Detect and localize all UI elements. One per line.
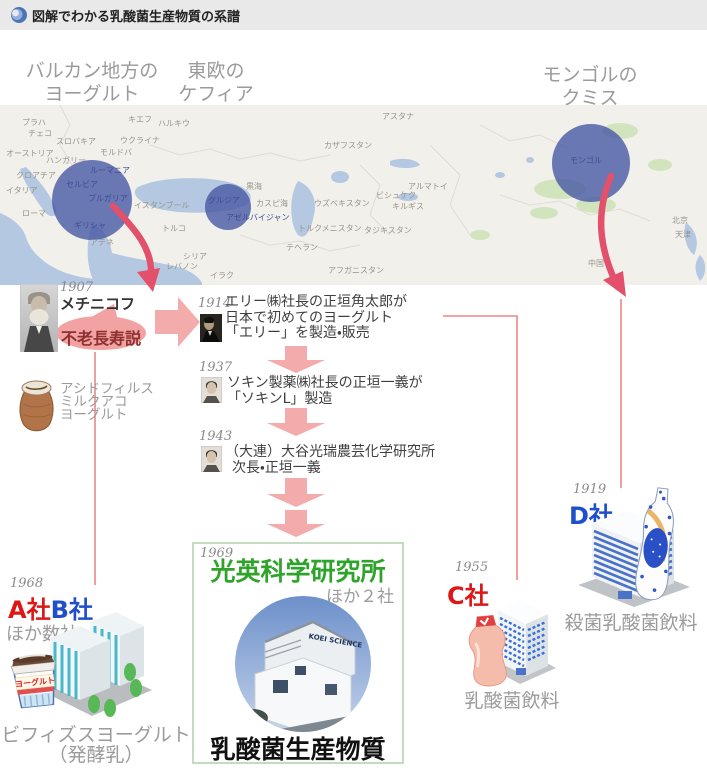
- company-c: C社: [447, 582, 489, 610]
- d-product: 殺菌乳酸菌飲料: [564, 612, 698, 634]
- map-place-label: スロバキア: [56, 137, 96, 146]
- arrow-right-1907-1914: [155, 297, 200, 347]
- map-place-label: ウクライナ: [120, 136, 160, 145]
- map-place-label: モルドバ: [100, 148, 132, 157]
- event-1943-text: （大連）大谷光瑞農芸化学研究所 次長・正垣一義: [225, 444, 435, 476]
- portrait-1943: [201, 446, 222, 472]
- map-place-label: トルクメニスタン: [298, 224, 362, 233]
- koei-name: 光英科学研究所: [210, 557, 386, 586]
- circle-caucasus: [205, 184, 251, 230]
- c-building: [486, 600, 556, 684]
- map-place-label: 黒海: [246, 181, 262, 191]
- country-borders: [59, 104, 651, 252]
- map-place-label: プラハ: [22, 118, 46, 127]
- map-place-label: モンゴル: [570, 155, 602, 165]
- map-place-label: ビシュケク: [376, 191, 416, 200]
- map-place-label: ハンガリー: [46, 155, 86, 165]
- map-place-label: レバノン: [166, 262, 198, 271]
- clay-jar: [19, 380, 54, 432]
- map-place-label: キエフ: [128, 115, 152, 124]
- event-1937-text: ソキン製薬㈱社長の正垣一義が 「ソキンL」製造: [227, 375, 423, 407]
- map-place-label: グルジア: [208, 195, 240, 205]
- mechnikov-name: メチニコフ: [60, 295, 136, 313]
- year-1943: 1943: [199, 429, 233, 444]
- year-1907: 1907: [60, 280, 94, 295]
- map-place-label: ハルキウ: [158, 119, 190, 128]
- ab-company-names: A社B社: [8, 590, 93, 625]
- company-a: A社: [8, 596, 51, 624]
- map-place-label: アスタナ: [382, 112, 414, 121]
- map-place-label: イラク: [210, 271, 234, 280]
- d-bottle: [635, 487, 674, 601]
- acidophilus-text: アシドフィルス ミルクアコ ヨーグルト: [60, 381, 154, 423]
- map-place-label: ギリシャ: [74, 221, 106, 230]
- arrow-down-1943-1969b: [267, 510, 325, 537]
- origin-label-mongolia: モンゴルの クミス: [542, 64, 638, 109]
- c-product: 乳酸菌飲料: [464, 690, 560, 712]
- line-to-c: [443, 315, 518, 580]
- ab-product-1: ビフィズスヨーグルト: [1, 724, 191, 746]
- cup-label: ヨーグルト: [15, 675, 56, 689]
- mechnikov-portrait: [20, 284, 58, 352]
- arrow-down-1914-1937: [267, 346, 325, 373]
- koei-box: 1969 光英科学研究所 ほか２社 KOEI SCIENCE: [192, 542, 404, 764]
- map-place-label: ブルガリア: [88, 193, 128, 203]
- map-place-label: クロアチア: [16, 171, 56, 180]
- map-place-label: トルコ: [162, 224, 186, 233]
- origin-label-balkan: バルカン地方の ヨーグルト: [25, 60, 159, 105]
- koei-others: ほか２社: [326, 587, 394, 607]
- map-place-label: 中国: [588, 258, 604, 268]
- year-1914: 1914: [198, 296, 232, 311]
- yogurt-cup: ヨーグルト: [10, 654, 56, 709]
- map-place-label: ウズベキスタン: [314, 198, 370, 208]
- year-1968: 1968: [10, 576, 44, 591]
- map-place-label: アフガニスタン: [328, 265, 384, 275]
- map-place-label: カスピ海: [256, 198, 288, 208]
- year-1919: 1919: [573, 482, 607, 497]
- map-place-labels: プラハチェコスロバキア ウクライナ キエフハルキウモルドバ オーストリアハンガリークロ…: [6, 112, 691, 280]
- arrow-down-1937-1943: [267, 408, 325, 436]
- company-b: B社: [50, 596, 93, 624]
- bubble-text: 不老長寿説: [60, 329, 141, 348]
- map-place-label: オーストリア: [6, 149, 54, 158]
- map-place-label: イタリア: [6, 186, 38, 195]
- swirl-icon: [11, 7, 27, 23]
- arrow-down-1943-1969a: [267, 478, 325, 507]
- portrait-1914: [200, 314, 222, 342]
- event-1914-text: エリー㈱社長の正垣角太郎が 日本で初めてのヨーグルト 「エリー」を製造・販売: [225, 294, 407, 341]
- map-place-label: アルマトイ: [408, 182, 448, 191]
- map-place-label: 北京: [672, 216, 688, 225]
- year-1969: 1969: [200, 546, 234, 561]
- map-place-label: ローマ: [22, 209, 46, 218]
- map-place-label: セルビア: [66, 180, 98, 189]
- origin-label-east-europe: 東欧の ケフィア: [178, 60, 254, 105]
- map-place-label: 天津: [675, 229, 691, 239]
- map-place-label: カザフスタン: [324, 141, 372, 150]
- map-place-label: キルギス: [392, 202, 424, 211]
- year-1937: 1937: [199, 360, 233, 375]
- year-1955: 1955: [455, 560, 489, 575]
- page-title: 図解でわかる乳酸菌生産物質の系譜: [32, 9, 241, 25]
- map-place-label: イスタンブール: [134, 200, 190, 210]
- koei-building-photo: KOEI SCIENCE: [235, 596, 371, 732]
- map-place-label: ルーマニア: [90, 166, 130, 175]
- map-place-label: テヘラン: [286, 243, 318, 252]
- ab-product-2: （発酵乳）: [48, 744, 144, 766]
- map-place-label: アテネ: [90, 238, 114, 247]
- map-place-label: アゼルバイジャン: [226, 212, 289, 222]
- map-place-label: チェコ: [28, 129, 52, 138]
- portrait-1937: [201, 377, 222, 403]
- map-place-label: タジキスタン: [364, 226, 412, 235]
- map: プラハチェコスロバキア ウクライナ キエフハルキウモルドバ オーストリアハンガリークロ…: [0, 104, 707, 285]
- ab-building: [32, 612, 152, 717]
- koei-product: 乳酸菌生産物質: [210, 735, 386, 764]
- c-bottle: [468, 614, 507, 687]
- header-bar: 図解でわかる乳酸菌生産物質の系譜: [0, 0, 707, 30]
- map-place-label: シリア: [183, 252, 207, 261]
